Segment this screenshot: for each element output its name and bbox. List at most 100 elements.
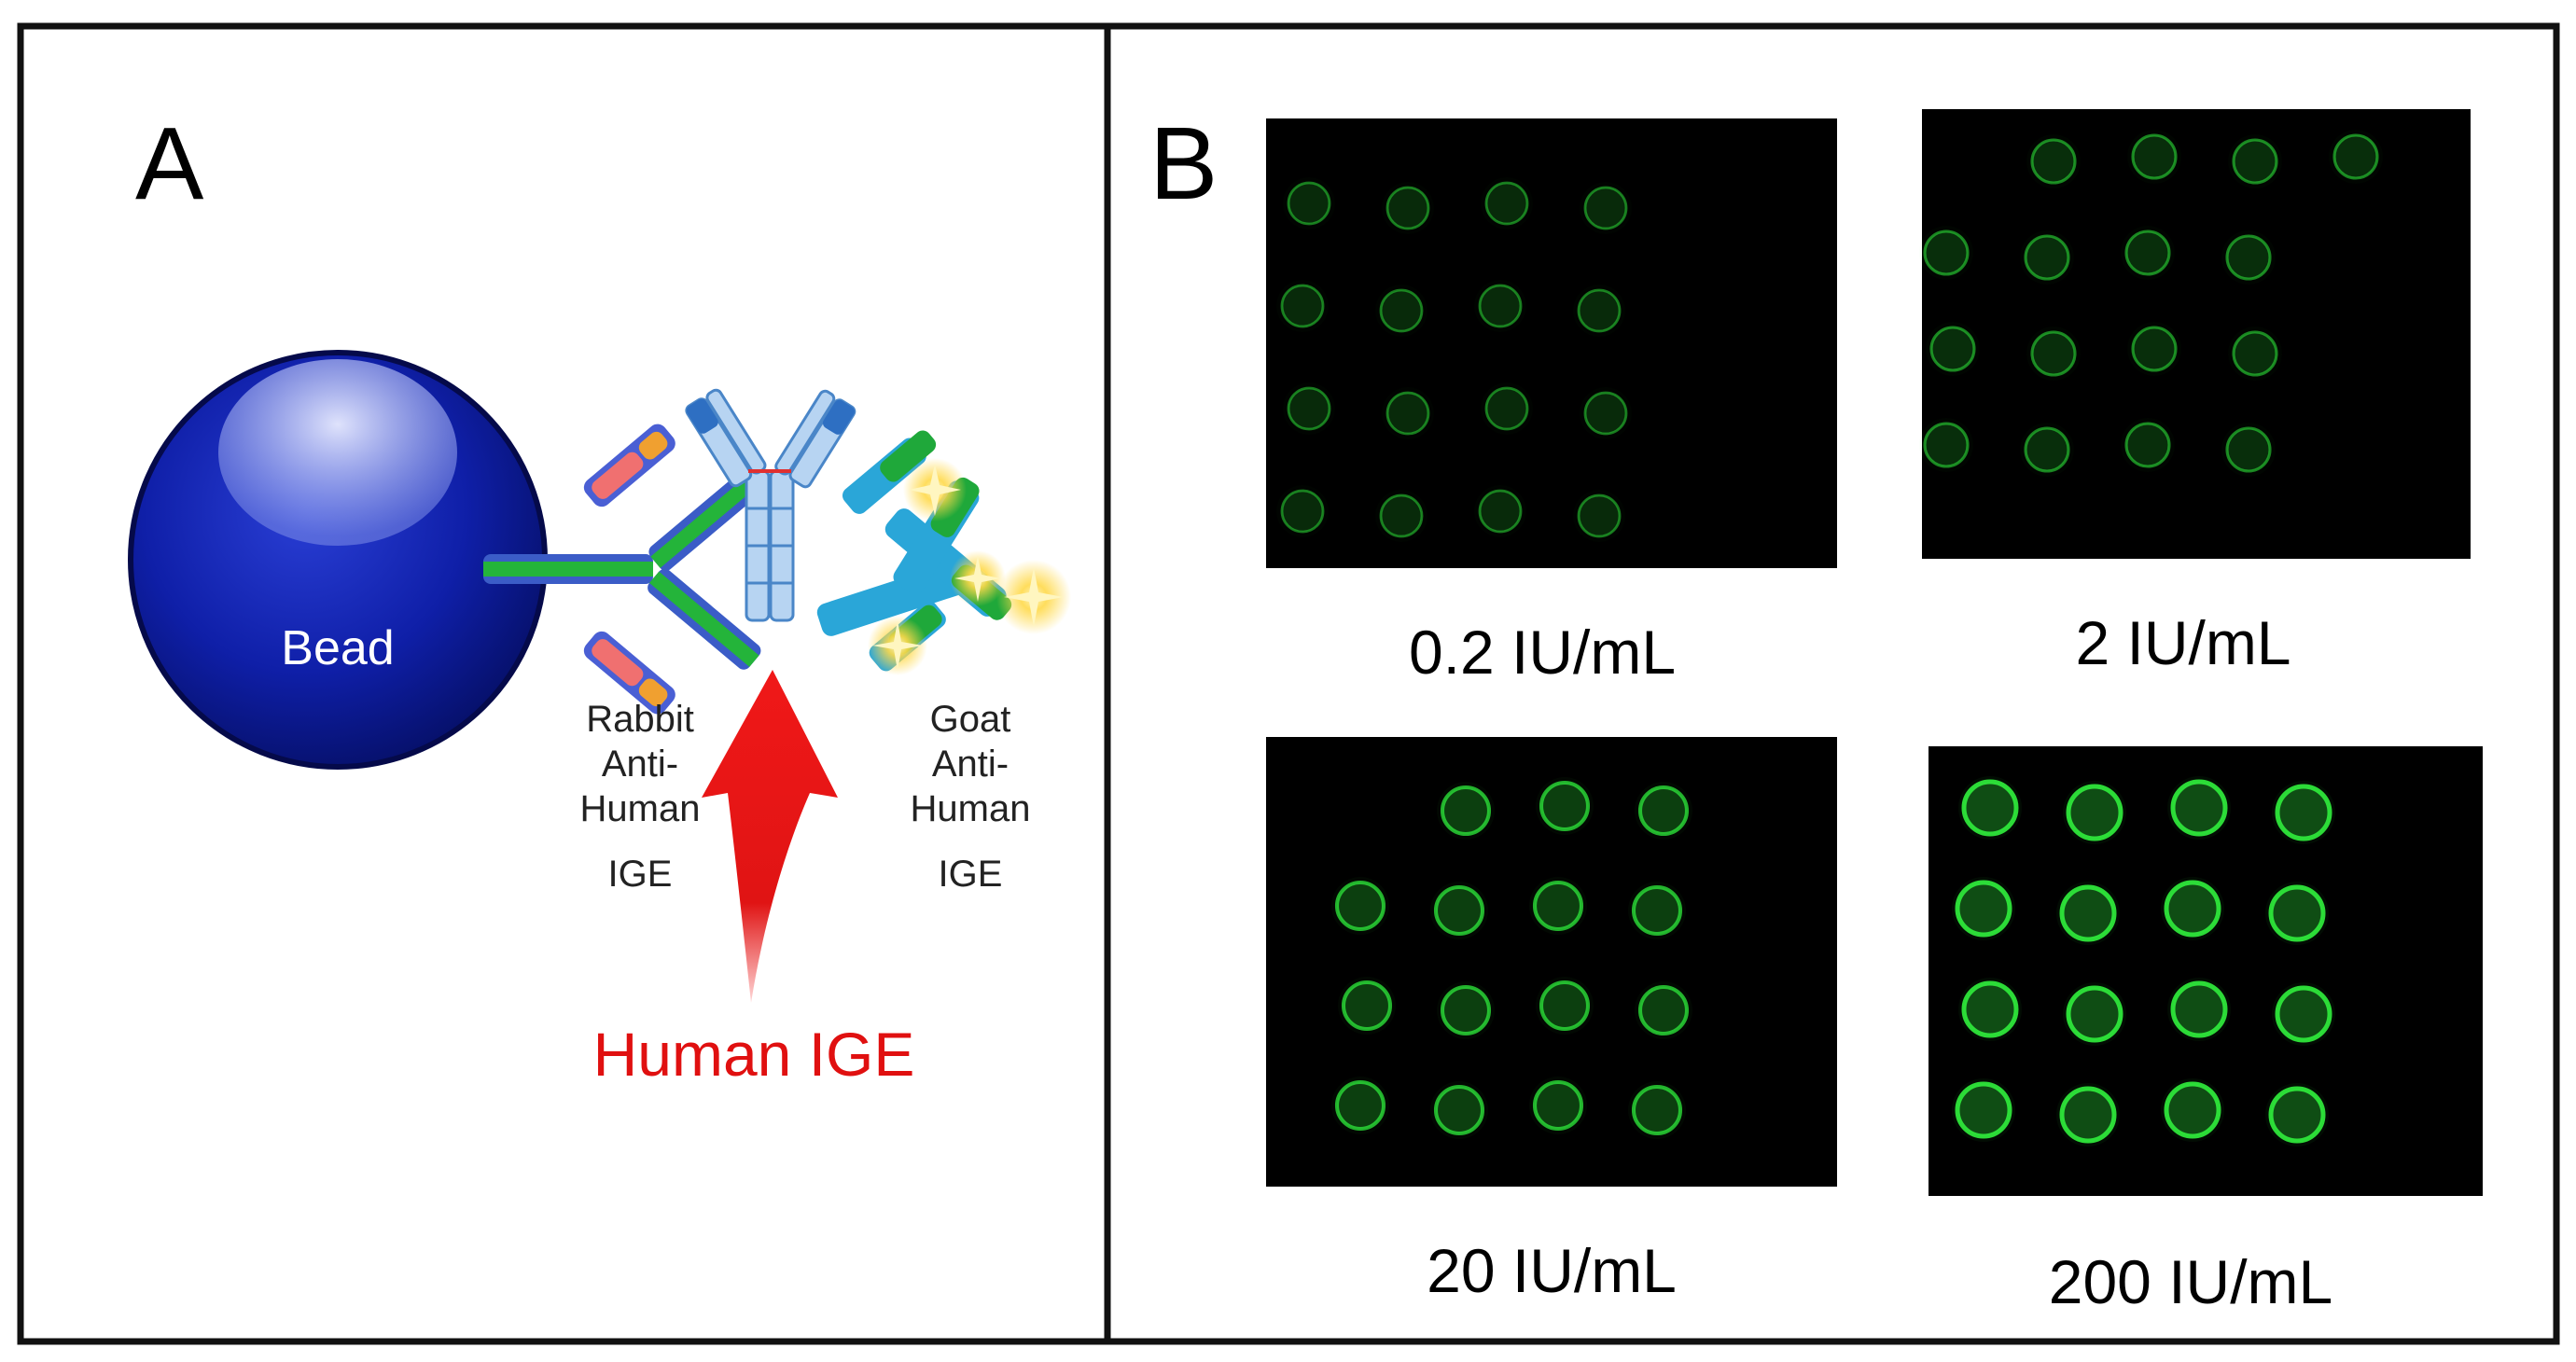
rabbit-label-line-3: Human [580, 788, 701, 829]
well-spot [2225, 234, 2272, 281]
well-spot [1577, 493, 1622, 538]
well-spot-halo [2161, 877, 2224, 940]
analyte-arrow-icon [702, 670, 838, 1003]
well-spot [2059, 884, 2117, 942]
caption-200-iu: 200 IU/mL [2049, 1247, 2332, 1316]
well-spot [2030, 330, 2077, 377]
well-spot [1385, 391, 1430, 436]
well-spot-halo [2056, 882, 2120, 945]
well-spot-halo [1952, 877, 2015, 940]
goat-label-line-2: Anti- [932, 744, 1009, 785]
well-spot [1433, 884, 1485, 937]
well-spot [2268, 1086, 2326, 1144]
well-spot-halo [2265, 882, 2329, 945]
well-spot [1955, 1081, 2012, 1139]
well-spot [1532, 1079, 1584, 1132]
micrograph-20-iu [1266, 737, 1837, 1187]
well-spot [1341, 980, 1393, 1032]
goat-antibody-label: Goat Anti- Human IGE [911, 699, 1031, 895]
well-spot [1440, 984, 1492, 1036]
rabbit-antibody-icon [483, 424, 762, 715]
well-spot [2268, 884, 2326, 942]
well-spot [2170, 779, 2228, 837]
caption-20-iu: 20 IU/mL [1427, 1236, 1677, 1305]
well-spot [1440, 785, 1492, 837]
well-spot-halo [1952, 1078, 2015, 1142]
caption-2-iu: 2 IU/mL [2075, 608, 2291, 677]
panel-b-letter: B [1149, 106, 1218, 221]
well-spot [1287, 181, 1331, 226]
micrograph-0-2-iu [1266, 118, 1837, 568]
bead: Bead [128, 350, 548, 770]
well-spot [2170, 980, 2228, 1038]
well-spot-halo [2272, 982, 2335, 1046]
analyte-label: Human IGE [593, 1020, 915, 1089]
rabbit-label-line-2: Anti- [602, 744, 678, 785]
well-spot [2124, 422, 2171, 468]
well-grid [1923, 133, 2379, 473]
well-spot [1484, 181, 1529, 226]
well-spot [1577, 288, 1622, 333]
well-spot [2225, 426, 2272, 473]
well-spot [1955, 880, 2012, 938]
well-spot [1631, 1084, 1683, 1136]
well-spot [1478, 489, 1523, 534]
well-spot [1539, 980, 1591, 1032]
well-spot [1961, 980, 2019, 1038]
well-spot [2164, 1081, 2221, 1139]
micrograph-200-iu [1929, 746, 2483, 1196]
fluorescence-glow-icon [868, 458, 1071, 675]
well-spot [2131, 326, 2178, 372]
well-spot [2059, 1086, 2117, 1144]
well-spot-halo [2161, 1078, 2224, 1142]
well-spot-halo [2265, 1083, 2329, 1147]
well-spot [2275, 985, 2332, 1043]
well-spot [1929, 326, 1976, 372]
well-spot [1334, 880, 1386, 932]
panel-b: B 0.2 IU/mL 2 IU/mL 20 IU/mL 200 IU/mL [1149, 106, 2483, 1316]
well-spot-halo [2167, 776, 2231, 840]
rabbit-antibody-label: Rabbit Anti- Human IGE [580, 699, 701, 895]
well-spot [2232, 138, 2278, 185]
well-grid [1334, 780, 1690, 1136]
well-spot [1379, 288, 1424, 333]
well-grid [1952, 776, 2335, 1147]
well-spot [1583, 186, 1628, 230]
caption-0-2-iu: 0.2 IU/mL [1409, 618, 1676, 687]
well-spot [2275, 784, 2332, 841]
human-ige-icon [685, 388, 856, 622]
well-spot [2124, 229, 2171, 276]
well-spot [2232, 330, 2278, 377]
well-spot [1583, 391, 1628, 436]
bead-label: Bead [281, 621, 394, 675]
micrograph-2-iu [1922, 109, 2471, 559]
well-spot-halo [2063, 982, 2126, 1046]
well-spot [1961, 779, 2019, 837]
goat-label-line-1: Goat [930, 699, 1011, 740]
well-spot [1379, 493, 1424, 538]
well-spot-halo [2056, 1083, 2120, 1147]
well-spot [1631, 884, 1683, 937]
well-spot-halo [2063, 781, 2126, 844]
well-spot [1478, 284, 1523, 328]
well-spot [1923, 422, 1970, 468]
well-spot [1539, 780, 1591, 832]
goat-label-line-3: Human [911, 788, 1031, 829]
well-spot [2024, 234, 2070, 281]
goat-label-line-4: IGE [939, 854, 1003, 895]
well-spot [1334, 1079, 1386, 1132]
well-spot [1433, 1084, 1485, 1136]
well-spot [2066, 784, 2123, 841]
well-spot [1532, 880, 1584, 932]
well-spot [1637, 785, 1690, 837]
well-spot [2131, 133, 2178, 180]
well-spot [2024, 426, 2070, 473]
goat-antibody-icon [816, 430, 1071, 675]
well-spot-halo [1958, 776, 2022, 840]
well-spot [1280, 284, 1325, 328]
panel-a-letter: A [135, 106, 204, 221]
well-spot [1280, 489, 1325, 534]
well-spot [1923, 229, 1970, 276]
well-grid [1280, 181, 1628, 538]
